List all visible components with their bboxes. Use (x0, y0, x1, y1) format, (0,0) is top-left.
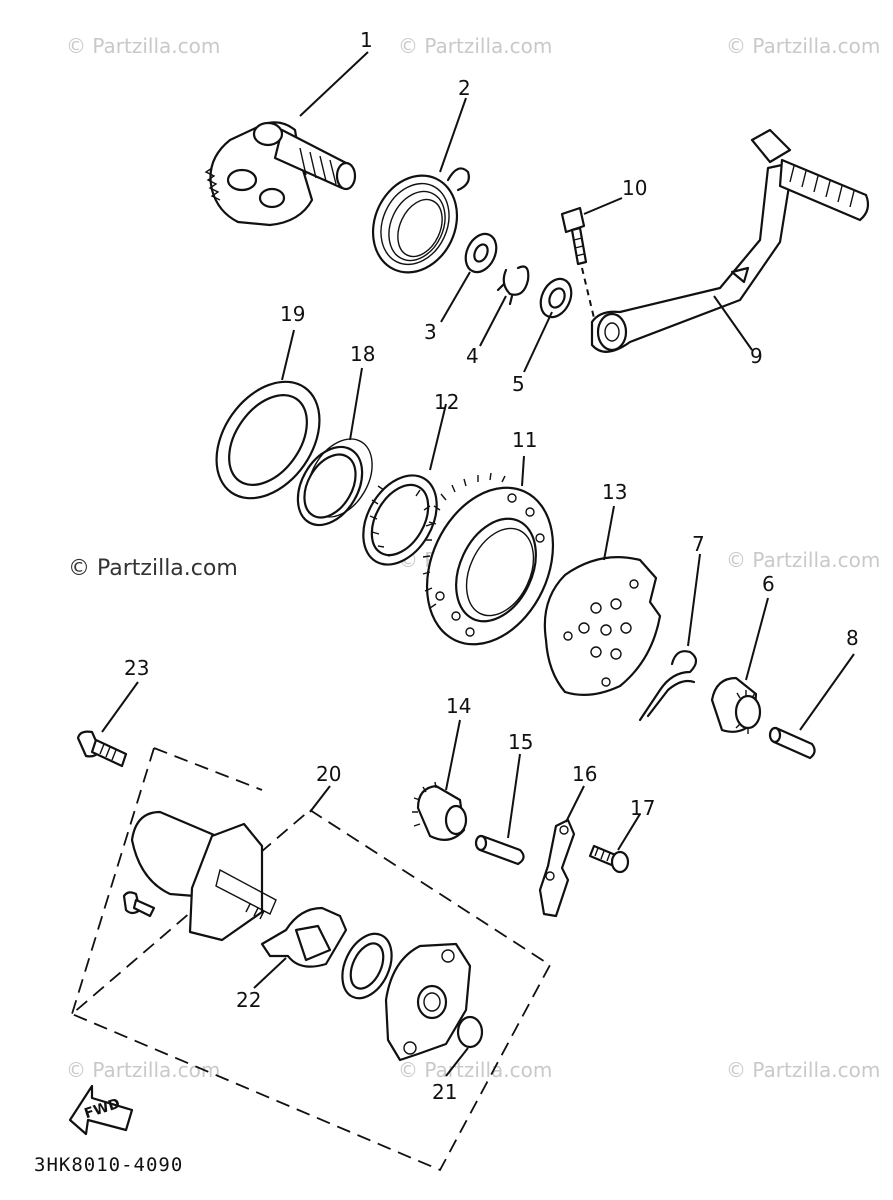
callout-1: 1 (360, 28, 373, 52)
part-17-screw (588, 844, 630, 874)
part-16-bracket (538, 818, 576, 918)
callout-4: 4 (466, 344, 479, 368)
part-18-sleeve (296, 438, 373, 527)
watermark: © Partzilla.com (66, 1058, 221, 1082)
callout-20: 20 (316, 762, 342, 786)
callout-10: 10 (622, 176, 648, 200)
fwd-arrow (68, 1084, 134, 1136)
callout-21: 21 (432, 1080, 458, 1104)
callout-16: 16 (572, 762, 598, 786)
callout-6: 6 (762, 572, 775, 596)
callout-17: 17 (630, 796, 656, 820)
part-19-ring (215, 380, 321, 500)
part-9-kick-crank (590, 128, 870, 353)
part-20-starter-motor-assembly (70, 747, 552, 1172)
callout-7: 7 (692, 532, 705, 556)
callout-3: 3 (424, 320, 437, 344)
part-4-circlip (496, 265, 530, 306)
callout-5: 5 (512, 372, 525, 396)
callout-23: 23 (124, 656, 150, 680)
watermark: © Partzilla.com (398, 34, 553, 58)
watermark: © Partzilla.com (398, 1058, 553, 1082)
watermark: © Partzilla.com (726, 1058, 881, 1082)
part-5-bushing (539, 277, 573, 319)
diagram-code: 3HK8010-4090 (34, 1154, 184, 1176)
part-7-spring-clip (638, 650, 698, 722)
part-13-plate (543, 556, 662, 697)
part-15-shaft (474, 834, 525, 866)
watermark: © Partzilla.com (66, 34, 221, 58)
callout-15: 15 (508, 730, 534, 754)
part-2-torsion-spring (371, 167, 470, 274)
watermark: © Partzilla.com (726, 548, 881, 572)
part-3-washer (464, 232, 498, 274)
part-14-gear (412, 781, 468, 841)
part-12-needle-bearing (362, 474, 438, 566)
callout-8: 8 (846, 626, 859, 650)
watermark-dark: © Partzilla.com (68, 556, 238, 581)
part-23-bolt (76, 730, 128, 768)
callout-18: 18 (350, 342, 376, 366)
part-8-pin (768, 726, 816, 760)
callout-11: 11 (512, 428, 538, 452)
callout-2: 2 (458, 76, 471, 100)
callout-14: 14 (446, 694, 472, 718)
callout-13: 13 (602, 480, 628, 504)
callout-9: 9 (750, 344, 763, 368)
callout-12: 12 (434, 390, 460, 414)
watermark: © Partzilla.com (726, 34, 881, 58)
part-6-pinion-gear (710, 676, 762, 734)
callout-19: 19 (280, 302, 306, 326)
part-11-starter-gear (422, 472, 555, 646)
callout-22: 22 (236, 988, 262, 1012)
part-1-kick-axle (204, 121, 357, 227)
part-10-bolt (560, 206, 595, 319)
